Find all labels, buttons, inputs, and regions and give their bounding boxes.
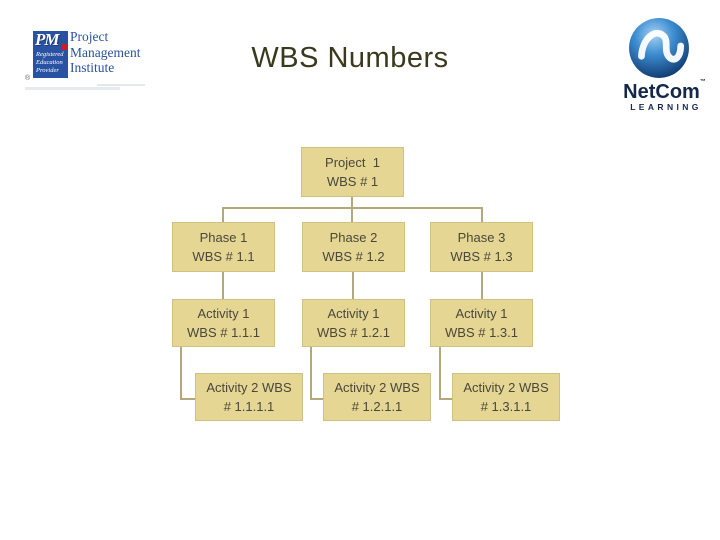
connector-line xyxy=(222,207,483,209)
logo-artifact xyxy=(25,87,120,90)
node-activity2-1: Activity 2 WBS # 1.1.1.1 xyxy=(195,373,303,421)
registered-trademark-symbol: ® xyxy=(25,75,31,82)
pmi-logo: PM Registered Education Provider ® Proje… xyxy=(25,28,155,94)
logo-artifact xyxy=(97,84,145,86)
netcom-tagline: LEARNING xyxy=(630,102,702,112)
node-activity2-2: Activity 2 WBS # 1.2.1.1 xyxy=(323,373,431,421)
node-phase-1: Phase 1 WBS # 1.1 xyxy=(172,222,275,272)
pmi-monogram: PM xyxy=(35,30,59,49)
pmi-wordmark: Project Management Institute xyxy=(70,29,141,75)
pmi-red-square-icon xyxy=(62,44,68,50)
netcom-wordmark: NetCom™ xyxy=(623,79,706,103)
connector-line xyxy=(222,207,224,223)
netcom-sphere-icon xyxy=(628,17,690,79)
pmi-mark: PM Registered Education Provider xyxy=(33,30,68,78)
connector-line xyxy=(222,271,224,300)
node-activity1-2: Activity 1 WBS # 1.2.1 xyxy=(302,299,405,347)
node-activity2-3: Activity 2 WBS # 1.3.1.1 xyxy=(452,373,560,421)
connector-line xyxy=(180,398,196,400)
tm-symbol: ™ xyxy=(699,79,706,85)
connector-line xyxy=(310,346,312,400)
connector-line xyxy=(351,196,353,223)
node-project: Project 1 WBS # 1 xyxy=(301,147,404,197)
connector-line xyxy=(439,398,453,400)
node-phase-3: Phase 3 WBS # 1.3 xyxy=(430,222,533,272)
connector-line xyxy=(352,271,354,300)
pmi-rep-text: Registered Education Provider xyxy=(36,51,64,74)
connector-line xyxy=(180,346,182,400)
connector-line xyxy=(310,398,324,400)
connector-line xyxy=(439,346,441,400)
node-phase-2: Phase 2 WBS # 1.2 xyxy=(302,222,405,272)
connector-line xyxy=(481,207,483,223)
node-activity1-3: Activity 1 WBS # 1.3.1 xyxy=(430,299,533,347)
node-activity1-1: Activity 1 WBS # 1.1.1 xyxy=(172,299,275,347)
page-title: WBS Numbers xyxy=(251,42,449,74)
connector-line xyxy=(481,271,483,300)
netcom-logo: NetCom™ LEARNING xyxy=(612,14,717,114)
